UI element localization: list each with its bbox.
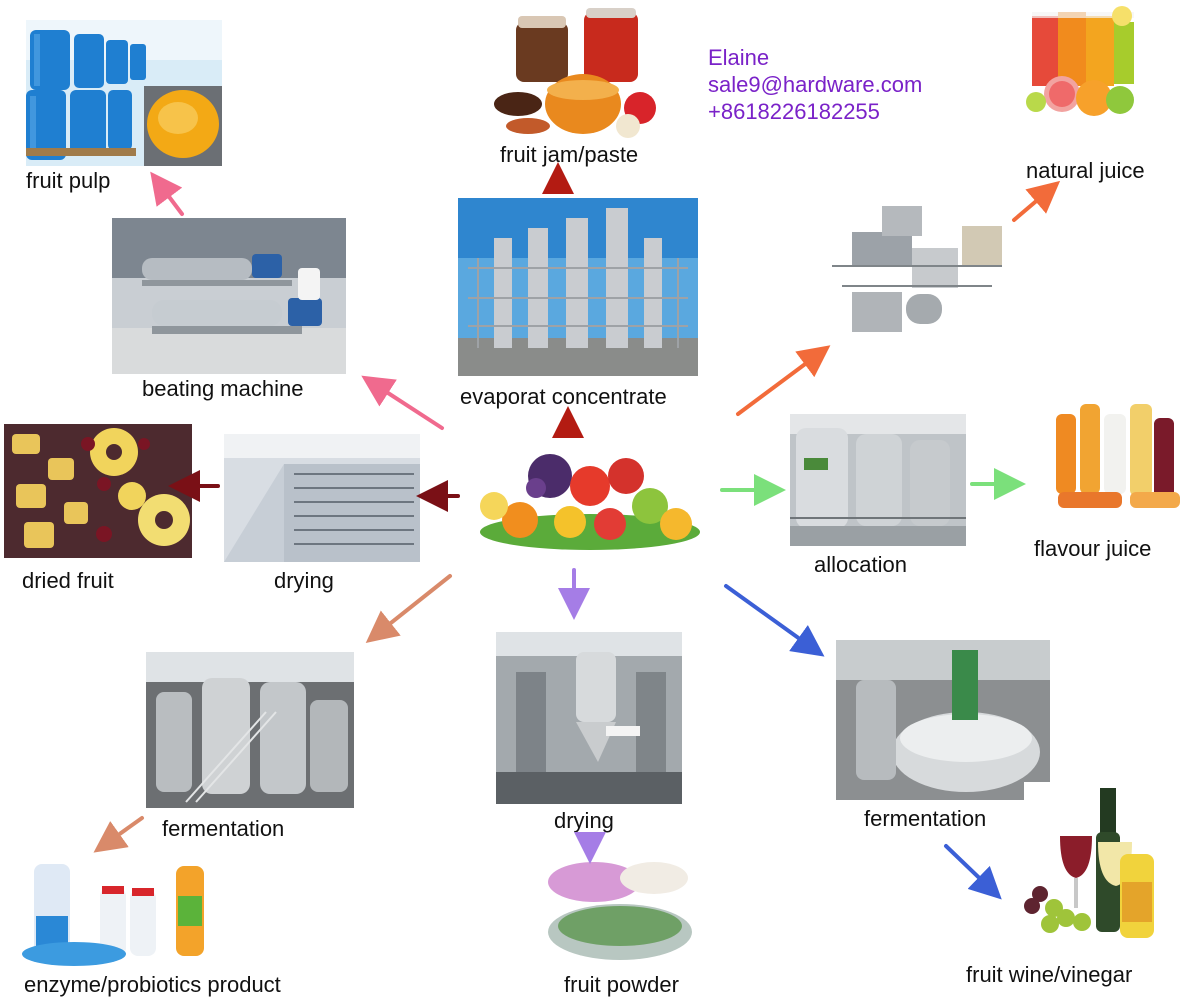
arrow-fermentation-to-wine	[944, 844, 1002, 900]
label-drying-left: drying	[274, 568, 334, 593]
fermentation-tanks-photo-left	[146, 652, 354, 808]
label-dried-fruit: dried fruit	[22, 568, 114, 593]
juice-line-photo	[822, 196, 1010, 342]
arrow-juice-line-to-natural-juice	[1012, 180, 1061, 222]
label-fruit-wine-vinegar: fruit wine/vinegar	[966, 962, 1133, 987]
fruit-jam-photo	[488, 8, 660, 140]
allocation-tanks-photo	[790, 414, 966, 546]
dried-fruit-photo	[4, 424, 192, 558]
natural-juice-photo	[1010, 0, 1142, 122]
contact-email[interactable]: sale9@hardware.com	[708, 72, 923, 97]
arrow-beating-to-pulp	[150, 171, 184, 216]
label-fruit-pulp: fruit pulp	[26, 168, 111, 193]
beating-machine-photo	[112, 218, 346, 374]
label-fermentation-left: fermentation	[162, 816, 285, 841]
label-drying-center: drying	[554, 808, 614, 833]
spray-drying-photo	[496, 632, 682, 804]
fruits-photo	[470, 436, 706, 554]
arrow-center-to-fermentation-right	[724, 584, 825, 657]
drying-room-photo	[224, 434, 420, 562]
arrow-center-to-fermentation-left	[365, 574, 452, 643]
label-enzyme-probiotics-product: enzyme/probiotics product	[24, 972, 281, 997]
label-natural-juice: natural juice	[1026, 158, 1145, 183]
arrow-fermentation-to-probiotics	[93, 816, 144, 853]
arrow-center-to-beating	[361, 375, 444, 430]
fruit-pulp-photo	[26, 20, 222, 166]
flavour-juice-photo	[1030, 394, 1192, 518]
label-fruit-powder: fruit powder	[564, 972, 679, 997]
evaporator-photo	[458, 198, 698, 376]
label-flavour-juice: flavour juice	[1034, 536, 1152, 561]
fruit-powder-photo	[534, 856, 694, 964]
label-beating-machine: beating machine	[142, 376, 304, 401]
contact-phone: +8618226182255	[708, 99, 880, 124]
contact-info: Elaine sale9@hardware.com +8618226182255	[708, 44, 922, 125]
probiotics-product-photo	[14, 856, 212, 970]
label-evaporat-concentrate: evaporat concentrate	[460, 384, 667, 409]
label-fermentation-right: fermentation	[864, 806, 987, 831]
fruit-wine-vinegar-photo	[1024, 782, 1164, 952]
label-allocation: allocation	[814, 552, 907, 577]
arrow-center-to-juice-line	[736, 345, 831, 416]
fermentation-tank-photo-right	[836, 640, 1050, 800]
contact-name: Elaine	[708, 45, 770, 70]
label-fruit-jam-paste: fruit jam/paste	[500, 142, 639, 167]
